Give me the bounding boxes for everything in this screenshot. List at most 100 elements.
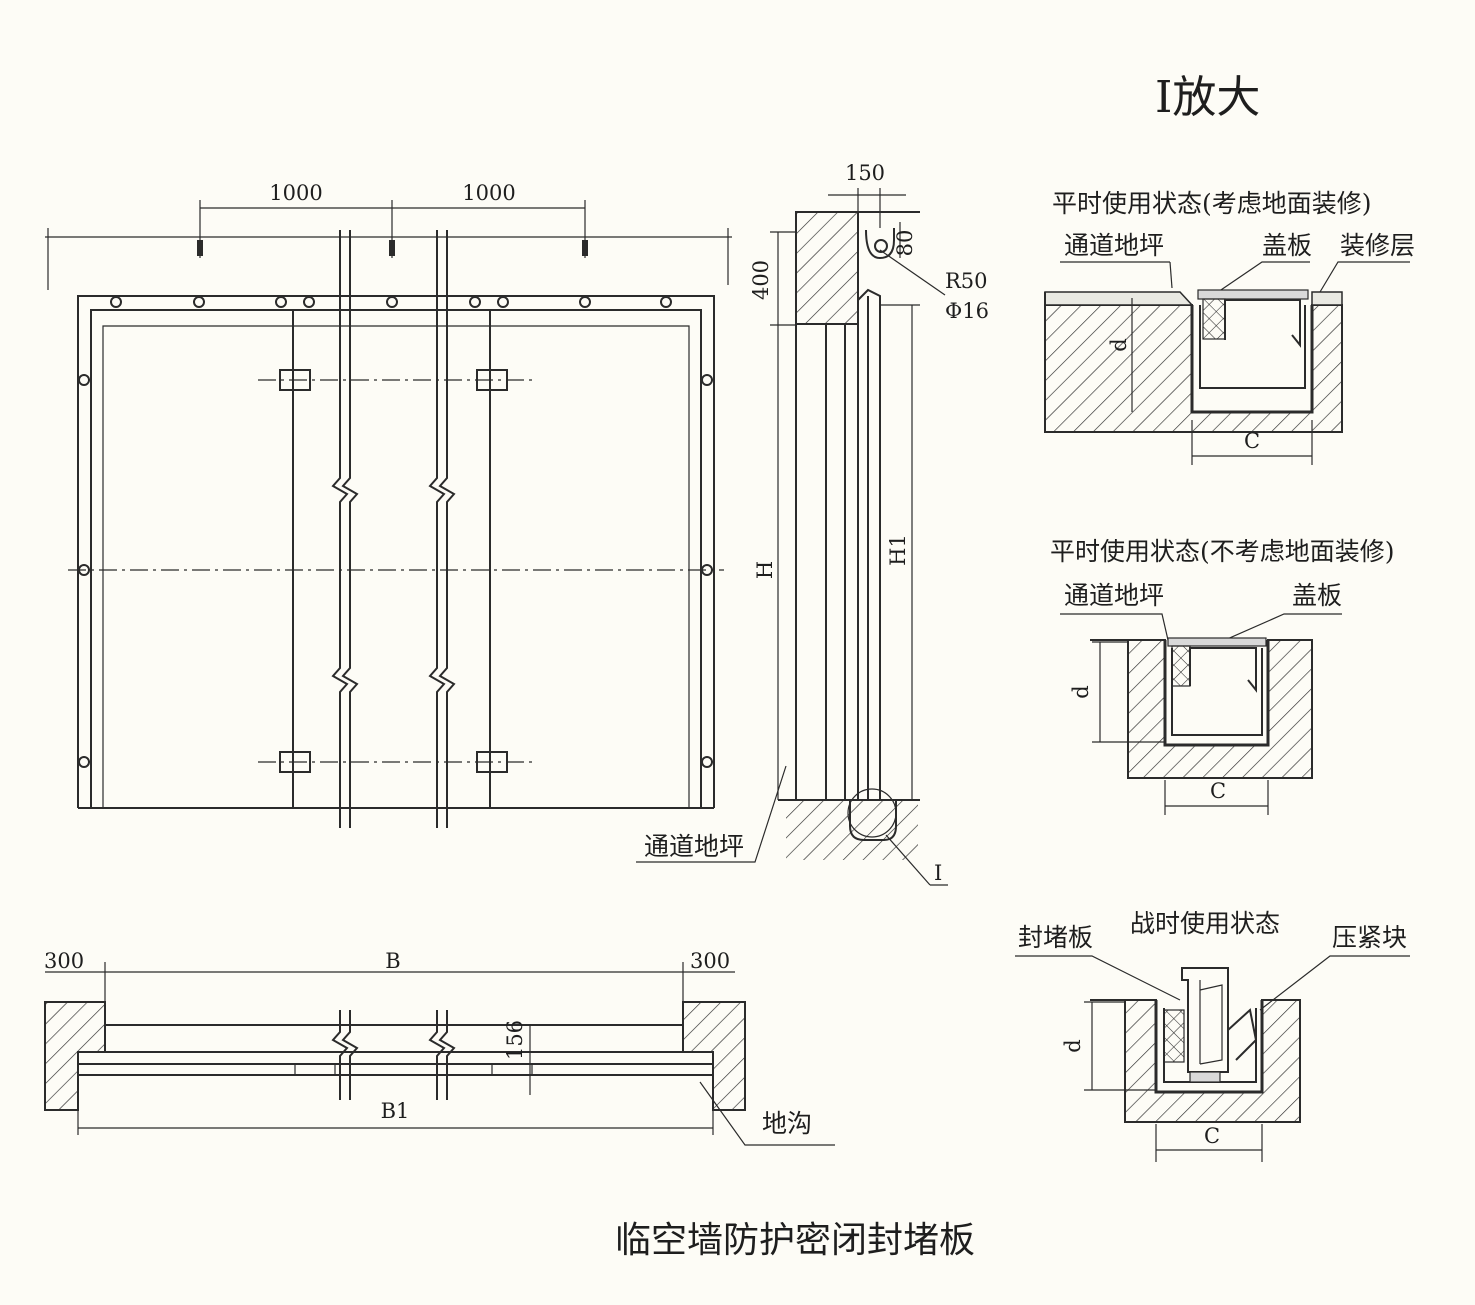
dim-h: H [753,561,777,579]
d3-pressing-block [1227,1008,1258,1061]
plan-break-line [341,1010,359,1100]
d2-concrete [1127,639,1313,779]
detail1-dim-d: d [1107,338,1131,351]
dim-1000-left: 1000 [269,181,322,205]
plan-right-wall [682,1001,746,1111]
frame-inner [90,309,702,808]
hook-pin [874,239,888,253]
frame-panel-edge [102,325,690,808]
d1-finish-leader [1319,261,1410,293]
top-bolts [110,296,672,308]
spring-marker [582,240,588,256]
plan-dim-b: B [385,949,400,973]
d2-trench-liner [1163,640,1270,747]
d2-cover-rib [1189,647,1257,693]
detail-1: 平时使用状态(考虑地面装修) 通道地坪 盖板 装修层 d C [1044,189,1415,465]
spring-marker [389,240,395,256]
detail3-plate-label: 封堵板 [1018,923,1093,952]
d1-trench-liner [1190,305,1314,414]
plan-dim-156: 156 [503,1020,527,1060]
detail-3: 战时使用状态 封堵板 压紧块 d C [1015,909,1410,1162]
detail1-finish-label: 装修层 [1340,231,1415,260]
break-line [428,230,446,828]
radius-leader [879,249,946,296]
d1-cover-rib [1224,299,1301,348]
d1-cover-plate [1197,289,1309,300]
dim-80: 80 [893,230,917,257]
detail3-dim-c: C [1204,1124,1220,1148]
d3-concrete [1124,999,1301,1123]
d3-block-leader [1259,955,1410,1011]
plan-dim-300-left: 300 [44,949,84,973]
door-top-lip [857,288,881,800]
plan-dim-300-right: 300 [690,949,730,973]
d3-trench-liner [1154,1000,1264,1094]
detail2-title: 平时使用状态(不考虑地面装修) [1050,537,1395,566]
bottom-trench [849,800,897,841]
dim-1000-right: 1000 [462,181,515,205]
detail-i-leader [885,834,931,886]
detail-2: 平时使用状态(不考虑地面装修) 通道地坪 盖板 d C [1050,537,1395,815]
detail2-cover-label: 盖板 [1292,581,1342,610]
d2-seal [1171,645,1191,687]
plan-break-line [428,1010,446,1100]
side-bolts [78,374,713,768]
detail-marker: I [934,861,942,885]
detail-title: I放大 [1155,72,1260,123]
detail2-dim-c: C [1210,779,1226,803]
d2-trench-box [1171,648,1263,736]
detail1-title: 平时使用状态(考虑地面装修) [1052,189,1372,218]
d1-finish-left [1044,291,1194,306]
detail1-floor-label: 通道地坪 [1064,231,1164,260]
d3-seal [1163,1009,1185,1063]
break-line [341,230,359,828]
latch-blocks [279,369,508,773]
d2-floor-leader [1060,613,1169,641]
detail-circle-i [847,788,897,838]
drawing-caption: 临空墙防护密闭封堵板 [615,1220,975,1261]
d3-bottom-pad [1189,1071,1221,1083]
d1-seal [1202,298,1226,340]
plan-trench-label: 地沟 [762,1109,812,1138]
top-hook [865,228,895,260]
detail3-dim-d: d [1061,1039,1085,1052]
top-wall-hatch [795,211,859,325]
section-floor-label: 通道地坪 [644,832,744,861]
d1-floor-leader-v [1169,261,1173,289]
dim-400: 400 [749,260,773,300]
d3-plate-rib [1199,984,1223,1065]
front-elevation: 1000 1000 [45,181,732,828]
floor-hatch [786,800,918,860]
d3-blocking-plate [1181,967,1229,1073]
plan-dim-b1: B1 [381,1099,410,1123]
dim-h1: H1 [886,534,910,566]
frame-outer [77,295,715,808]
d1-finish-right [1311,291,1343,306]
spring-marker [197,240,203,256]
plan-break-line [331,1010,349,1100]
plate-stiffener [491,1063,533,1076]
plan-section: 300 300 B 156 B1 地沟 [44,949,835,1146]
dim-150: 150 [845,161,885,185]
d1-cover-leader [1214,261,1310,295]
detail1-dim-c: C [1244,429,1260,453]
side-section: 150 80 R50 Φ16 400 H H1 [636,161,989,886]
radius-label: R50 [945,269,988,293]
d1-trench-box [1199,305,1306,389]
break-line [331,230,349,828]
floor-leader [636,765,787,863]
break-line [438,230,456,828]
plate-stiffener [294,1063,336,1076]
d3-plate-leader [1015,955,1181,1001]
detail3-block-label: 压紧块 [1332,923,1407,952]
detail2-dim-d: d [1069,685,1093,698]
d2-cover-plate [1167,637,1267,647]
detail2-floor-label: 通道地坪 [1064,581,1164,610]
detail3-title: 战时使用状态 [1130,909,1280,938]
trench-leader [699,1081,835,1146]
detail1-cover-label: 盖板 [1262,231,1312,260]
diameter-label: Φ16 [945,299,989,323]
plan-left-wall [44,1001,106,1111]
d2-cover-leader [1224,613,1342,641]
